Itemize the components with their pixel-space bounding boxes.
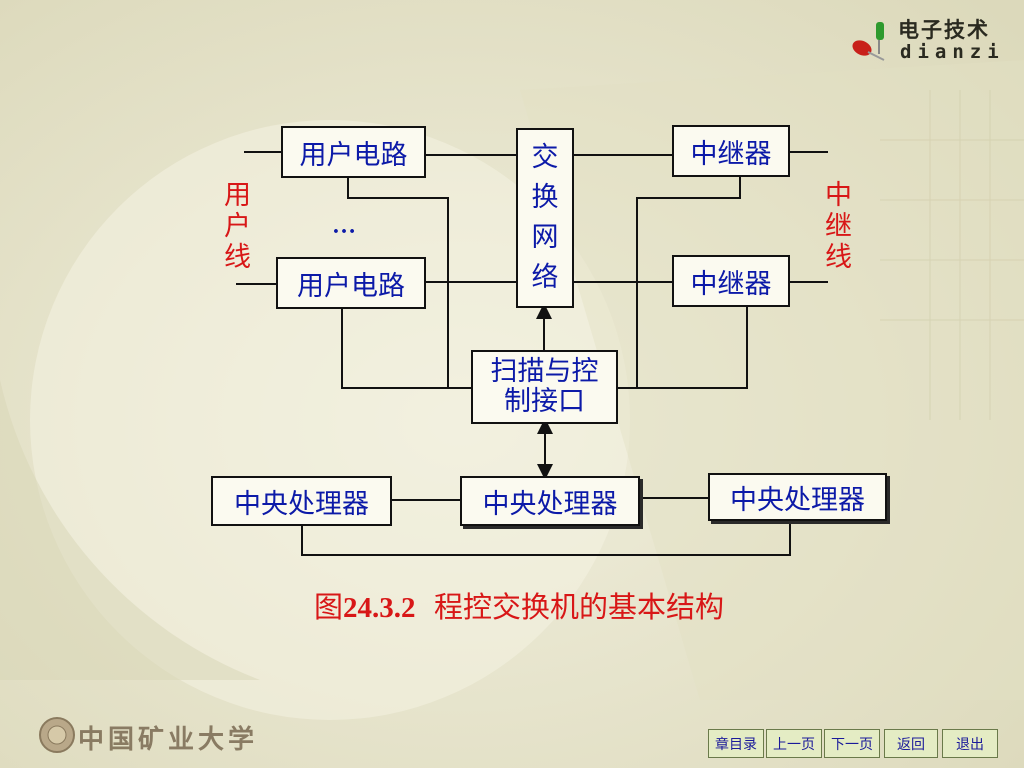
user-line-label: 用 户 线 [224, 180, 251, 273]
switch-char-3: 网 [531, 222, 559, 253]
logo-title: 电子技术 [898, 18, 990, 42]
repeater-box-2: 中继器 [672, 255, 790, 307]
component-icon [852, 22, 885, 61]
cpu-box-right: 中央处理器 [708, 473, 887, 521]
switch-char-2: 换 [531, 182, 559, 213]
exit-button[interactable]: 退出 [942, 729, 998, 758]
back-button[interactable]: 返回 [884, 729, 938, 758]
trunk-line-label: 中 继 线 [825, 180, 852, 273]
user-line-char-3: 线 [224, 242, 251, 273]
rep2-to-scan [637, 306, 748, 389]
university-name: 中国矿业大学 [78, 725, 259, 755]
cpu-box-center: 中央处理器 [460, 476, 640, 526]
rep1-to-scan [618, 176, 741, 389]
scan-control-line-1: 扫描与控 [490, 356, 599, 387]
switch-char-1: 交 [531, 142, 559, 173]
prev-page-button[interactable]: 上一页 [766, 729, 822, 758]
trunk-line-char-2: 继 [825, 211, 852, 242]
ellipsis: … [332, 213, 357, 239]
switch-char-4: 络 [531, 262, 559, 293]
user-circuit-box-2: 用户电路 [276, 257, 426, 309]
user-circuit-box-1: 用户电路 [281, 126, 426, 178]
user-line-char-2: 户 [224, 211, 251, 242]
scan-control-line-2: 制接口 [504, 386, 585, 417]
repeater-box-1: 中继器 [672, 125, 790, 177]
logo-subtitle: dianzi [900, 41, 1005, 63]
user-line-char-1: 用 [224, 180, 251, 211]
chapter-toc-button[interactable]: 章目录 [708, 729, 764, 758]
caption-prefix: 图 [314, 590, 344, 624]
figure-caption: 图24.3.2 程控交换机的基本结构 [314, 584, 724, 626]
cpu-bus [301, 520, 791, 556]
university-seal-icon [39, 717, 75, 753]
trunk-line-char-3: 线 [825, 242, 852, 273]
uc2-to-scan [341, 306, 448, 389]
switch-network-box: 交 换 网 络 [516, 128, 574, 308]
caption-title: 程控交换机的基本结构 [433, 590, 724, 624]
caption-number: 24.3.2 [343, 592, 416, 624]
cpu-box-left: 中央处理器 [211, 476, 392, 526]
trunk-line-char-1: 中 [825, 180, 852, 211]
next-page-button[interactable]: 下一页 [824, 729, 880, 758]
scan-control-interface-box: 扫描与控 制接口 [471, 350, 618, 424]
uc1-to-scan [347, 178, 471, 389]
